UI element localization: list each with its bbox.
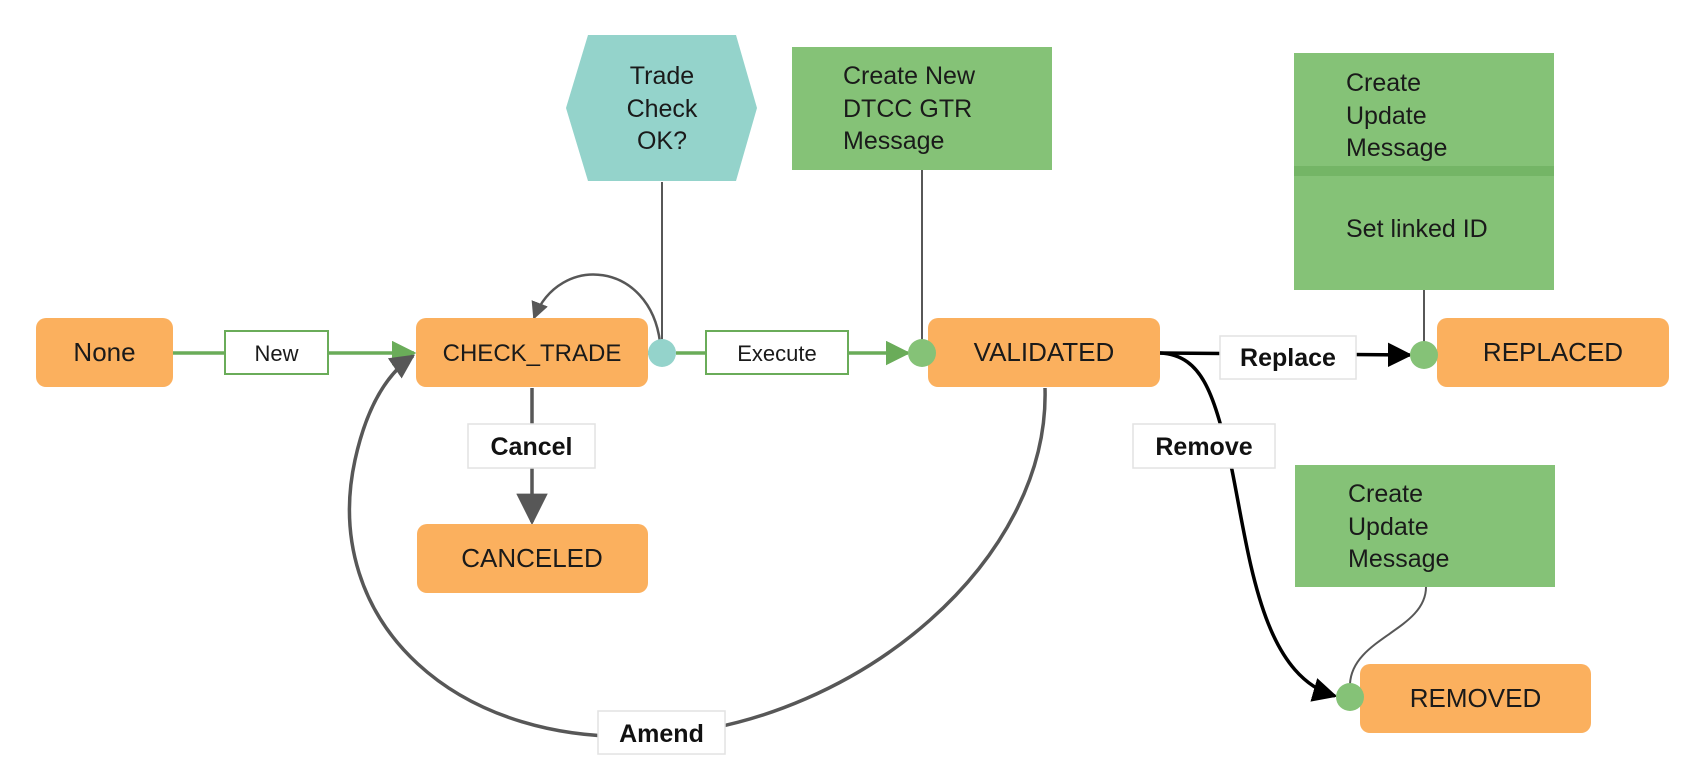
state-none[interactable]: None xyxy=(36,318,173,387)
action-create-new-line-1: Create New xyxy=(843,62,976,90)
state-canceled-label: CANCELED xyxy=(461,543,603,573)
transition-amend[interactable]: Amend xyxy=(597,710,726,755)
condition-line-1: Trade xyxy=(630,62,694,90)
action-set-linked-id: Set linked ID xyxy=(1346,215,1488,243)
state-removed-label: REMOVED xyxy=(1410,683,1541,713)
state-replaced[interactable]: REPLACED xyxy=(1437,318,1669,387)
edge-remove xyxy=(1159,351,1338,702)
action-replace-line-3: Message xyxy=(1346,134,1447,162)
junction-trade-check xyxy=(648,339,676,367)
connector-remove-action xyxy=(1349,586,1427,685)
condition-trade-check[interactable]: Trade Check OK? xyxy=(566,35,757,181)
state-check-trade-label: CHECK_TRADE xyxy=(443,340,622,367)
action-remove-line-1: Create xyxy=(1348,480,1423,508)
transition-amend-label: Amend xyxy=(619,720,704,748)
junction-validated xyxy=(908,339,936,367)
transition-remove-label: Remove xyxy=(1155,433,1252,461)
edge-self-loop xyxy=(531,273,662,343)
edge-amend xyxy=(347,354,1047,739)
transition-replace-label: Replace xyxy=(1240,344,1336,372)
transition-remove[interactable]: Remove xyxy=(1132,423,1276,469)
transition-cancel-label: Cancel xyxy=(491,433,573,461)
action-create-new-line-2: DTCC GTR xyxy=(843,95,972,123)
state-replaced-label: REPLACED xyxy=(1483,337,1623,367)
transition-new[interactable]: New xyxy=(224,330,329,375)
action-create-new-message[interactable]: Create New DTCC GTR Message xyxy=(792,47,1052,170)
action-replace-line-2: Update xyxy=(1346,102,1427,130)
junction-removed xyxy=(1336,683,1364,711)
condition-line-2: Check xyxy=(627,95,698,123)
action-replace-line-1: Create xyxy=(1346,69,1421,97)
state-validated[interactable]: VALIDATED xyxy=(928,318,1160,387)
state-none-label: None xyxy=(73,337,135,367)
junction-replaced xyxy=(1410,341,1438,369)
state-validated-label: VALIDATED xyxy=(974,337,1115,367)
action-divider xyxy=(1294,166,1554,176)
transition-execute[interactable]: Execute xyxy=(705,330,849,375)
action-create-new-line-3: Message xyxy=(843,127,944,155)
action-remove-line-2: Update xyxy=(1348,513,1429,541)
state-removed[interactable]: REMOVED xyxy=(1360,664,1591,733)
condition-line-3: OK? xyxy=(637,127,687,155)
state-check-trade[interactable]: CHECK_TRADE xyxy=(416,318,648,387)
action-remove-update-message[interactable]: Create Update Message xyxy=(1295,465,1555,587)
transition-replace[interactable]: Replace xyxy=(1219,335,1357,380)
action-replace-group[interactable]: Create Update Message Set linked ID xyxy=(1294,53,1554,290)
state-canceled[interactable]: CANCELED xyxy=(417,524,648,593)
transition-cancel[interactable]: Cancel xyxy=(467,423,596,469)
transition-new-label: New xyxy=(254,341,298,366)
action-remove-line-3: Message xyxy=(1348,545,1449,573)
transition-execute-label: Execute xyxy=(737,341,817,366)
